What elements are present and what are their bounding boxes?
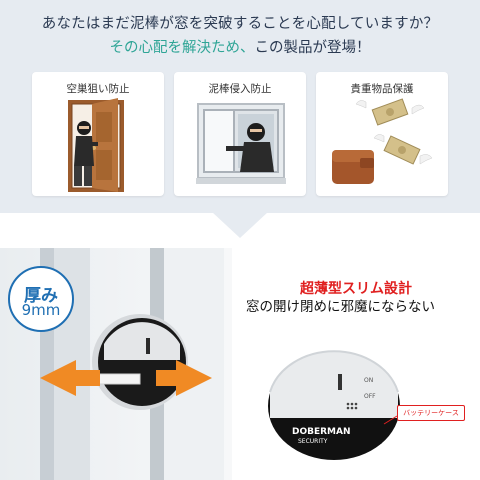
headline: あなたはまだ泥棒が窓を突破することを心配していますか？ bbox=[41, 16, 439, 32]
switch-off-label: OFF bbox=[364, 393, 376, 400]
subheadline: その心配を解決ため、この製品が登場！ bbox=[0, 36, 480, 57]
feature-title: 超薄型スリム設計 bbox=[300, 281, 412, 297]
card-window: 泥棒侵入防止 bbox=[174, 72, 306, 196]
brand-sub: SECURITY bbox=[298, 438, 328, 445]
thickness-label: 厚み bbox=[24, 286, 58, 306]
card-valuables-title: 貴重物品保護 bbox=[350, 83, 414, 95]
card-door: 空巣狙い防止 bbox=[32, 72, 164, 196]
wallet-with-flying-money-icon bbox=[332, 98, 433, 184]
arrow-left-icon bbox=[40, 360, 100, 396]
burglar-at-door-icon bbox=[68, 98, 124, 192]
subheadline-rest: この製品が登場！ bbox=[254, 40, 371, 56]
thickness-value: 9mm bbox=[21, 301, 61, 319]
battery-case-label: バッテリーケース bbox=[397, 405, 465, 421]
arrow-down-icon bbox=[212, 212, 268, 238]
switch-on-label: ON bbox=[364, 377, 373, 384]
alarm-device-image: ON OFF DOBERMAN SECURITY bbox=[268, 350, 400, 460]
card-door-title: 空巣狙い防止 bbox=[66, 83, 130, 95]
card-window-title: 泥棒侵入防止 bbox=[208, 83, 272, 95]
brand-name: DOBERMAN bbox=[292, 427, 351, 437]
subheadline-accent: その心配を解決ため、 bbox=[109, 40, 255, 56]
feature-subtitle: 窓の開け閉めに邪魔にならない bbox=[246, 299, 435, 315]
burglar-at-window-icon bbox=[196, 103, 286, 184]
thickness-badge: 厚み 9mm bbox=[8, 266, 74, 332]
arrow-right-icon bbox=[156, 360, 212, 396]
card-valuables: 貴重物品保護 bbox=[316, 72, 448, 196]
